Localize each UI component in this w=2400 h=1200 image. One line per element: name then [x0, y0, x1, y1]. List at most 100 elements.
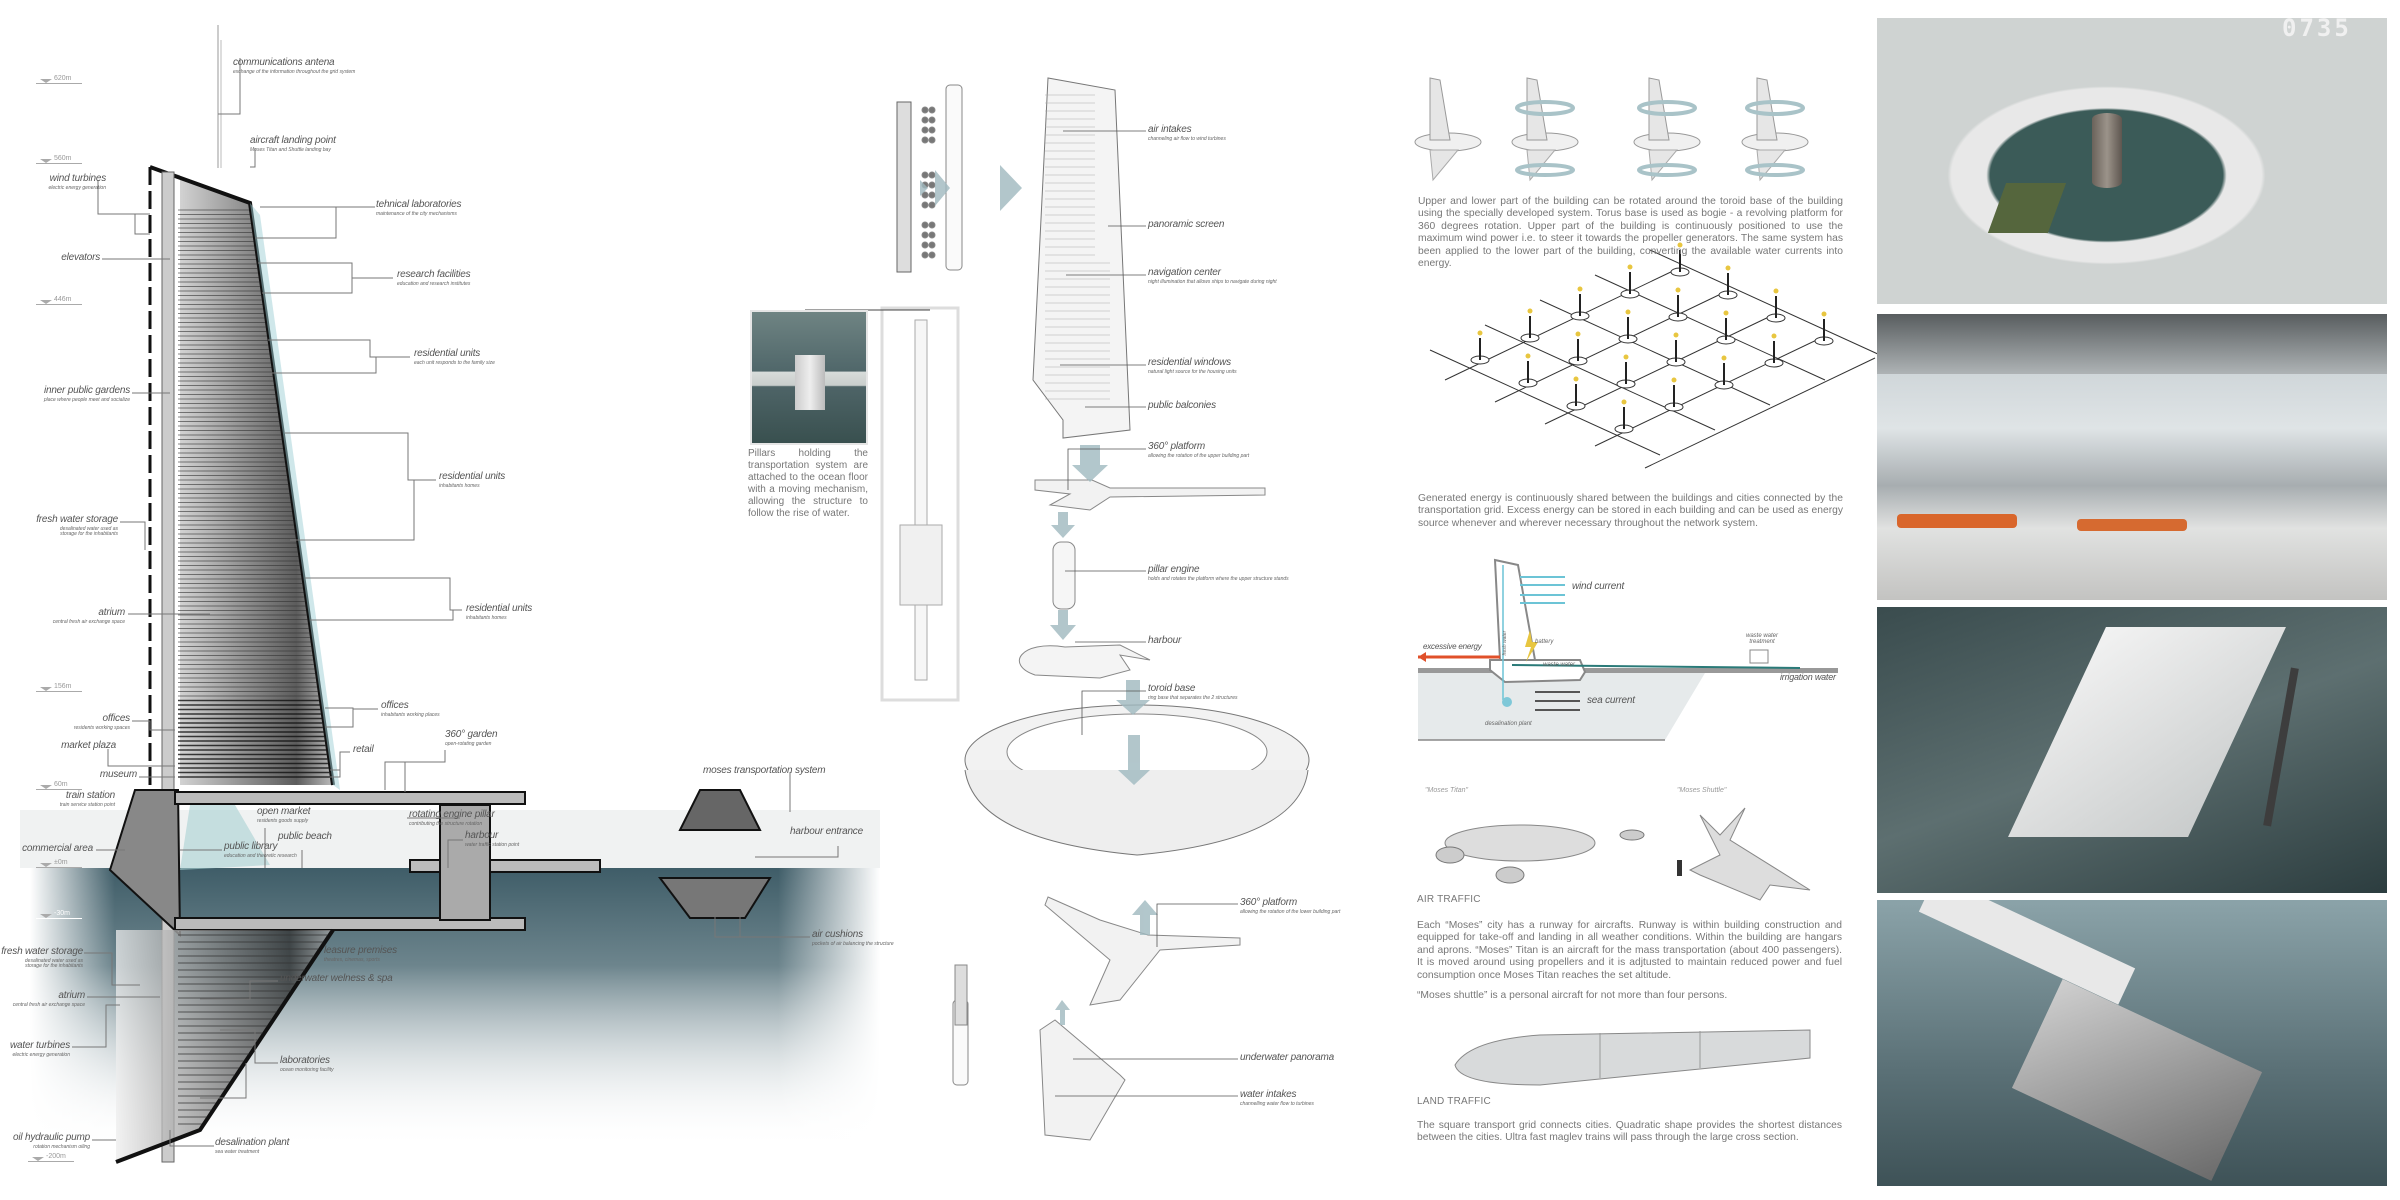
- city-node: [1520, 333, 1540, 343]
- render-central-tower: [2092, 113, 2122, 188]
- section-label: market plaza: [61, 740, 116, 752]
- diagram-battery: battery: [1535, 639, 1554, 645]
- city-node: [1666, 357, 1686, 367]
- label-subtitle: residents goods supply: [257, 817, 309, 824]
- city-node: [1568, 356, 1588, 366]
- label-title: atrium: [58, 990, 85, 1001]
- pillars-description: Pillars holding the transportation syste…: [748, 448, 868, 519]
- turbine-icon: [928, 221, 936, 229]
- tower-mini: [1429, 77, 1451, 141]
- label-title: residential units: [439, 471, 506, 482]
- energy-bolt-icon: [1525, 353, 1531, 359]
- label-title: residential units: [466, 603, 533, 614]
- label-title: navigation center: [1148, 267, 1221, 278]
- deck-lower: [174, 917, 526, 931]
- label-title: public balconies: [1148, 400, 1216, 411]
- rotation-arrow-icon: [1745, 100, 1805, 116]
- frame-strip: [945, 84, 963, 271]
- city-node: [1764, 358, 1784, 368]
- energy-bolt-icon: [1623, 354, 1629, 360]
- tower-lower: [116, 930, 333, 1162]
- label-subtitle: maintenance of the city mechanisms: [376, 210, 457, 217]
- label-title: 360° platform: [1240, 897, 1297, 908]
- label-subtitle: train service station point: [59, 801, 115, 808]
- label-title: panoramic screen: [1148, 219, 1225, 230]
- label-subtitle: education and theoretic research: [224, 852, 297, 859]
- platform-upper: [1034, 479, 1266, 511]
- render-train-tunnel: [1877, 900, 2387, 1186]
- moses-titan-label: "Moses Titan": [1425, 787, 1469, 794]
- city-node: [1766, 313, 1786, 323]
- energy-bolt-icon: [1771, 333, 1777, 339]
- turbine-icon: [928, 191, 936, 199]
- label-title: communications antena: [233, 57, 335, 68]
- energy-bolt-icon: [1671, 377, 1677, 383]
- label-subtitle: inhabitants homes: [439, 482, 480, 489]
- label-title: leasure premises: [324, 945, 397, 956]
- label-title: public library: [224, 841, 278, 852]
- rotation-arrow-icon: [1637, 163, 1697, 177]
- toroid-mini: [1741, 132, 1809, 152]
- harbour-model: [1018, 644, 1151, 679]
- render-orange-seats: [1897, 514, 2017, 528]
- rotation-arrow-icon: [1745, 163, 1805, 177]
- grid-line: [1544, 313, 1776, 425]
- label-title: elevators: [61, 252, 100, 263]
- label-title: desalination plant: [215, 1137, 290, 1148]
- label-subtitle: residents working spaces: [73, 724, 130, 731]
- label-title: research facilities: [397, 269, 471, 280]
- label-subtitle: place where people meet and socialize: [43, 396, 130, 403]
- label-subtitle: contributing the structure rotation: [409, 820, 483, 827]
- turbine-icon: [921, 136, 929, 144]
- moses-shuttle-label: "Moses Shuttle": [1677, 787, 1727, 794]
- label-subtitle: channelling water flow to turbines: [1240, 1100, 1314, 1107]
- turbine-icon: [928, 241, 936, 249]
- diagram-excessive-energy: excessive energy: [1423, 642, 1482, 651]
- shuttle-description: “Moses shuttle” is a personal aircraft f…: [1417, 990, 1728, 1001]
- energy-bolt-icon: [1575, 331, 1581, 337]
- level-marker: -200m: [28, 1152, 74, 1162]
- level-marker: 60m: [36, 780, 82, 790]
- toroid-mini: [1511, 132, 1579, 152]
- moses-shuttle-illustration: [1677, 807, 1811, 901]
- city-node: [1518, 378, 1538, 388]
- level-marker: 446m: [36, 295, 82, 305]
- render-tower-top: [2008, 627, 2286, 837]
- pillar-engine-model: [1052, 541, 1076, 610]
- transport-node-lower: [658, 877, 772, 919]
- turbine-icon: [921, 201, 929, 209]
- grid-line: [1594, 274, 1826, 381]
- label-title: harbour: [1148, 635, 1182, 646]
- diagram-waste-water: waste water: [1543, 662, 1576, 668]
- grid-line: [1594, 335, 1826, 447]
- energy-bolt-icon: [1573, 376, 1579, 382]
- level-marker: 620m: [36, 74, 82, 84]
- section-label: commercial area: [22, 843, 93, 855]
- diagram-fresh-water: fresh water: [1502, 630, 1509, 656]
- level-marker: 560m: [36, 154, 82, 164]
- rotation-arrow-icon: [1515, 100, 1575, 116]
- energy-bolt-icon: [1821, 311, 1827, 317]
- diagram-irrigation-water: irrigation water: [1780, 672, 1836, 682]
- grid-line: [1429, 349, 1661, 456]
- city-node: [1566, 401, 1586, 411]
- label-title: aircraft landing point: [250, 135, 336, 146]
- section-label: retail: [353, 744, 374, 756]
- turbine-icon: [921, 221, 929, 229]
- air-traffic-description: Each “Moses” city has a runway for aircr…: [1417, 920, 1842, 981]
- city-node: [1716, 335, 1736, 345]
- turbine-icon: [928, 136, 936, 144]
- label-title: offices: [381, 700, 409, 711]
- diagram-sea-current: sea current: [1587, 695, 1635, 706]
